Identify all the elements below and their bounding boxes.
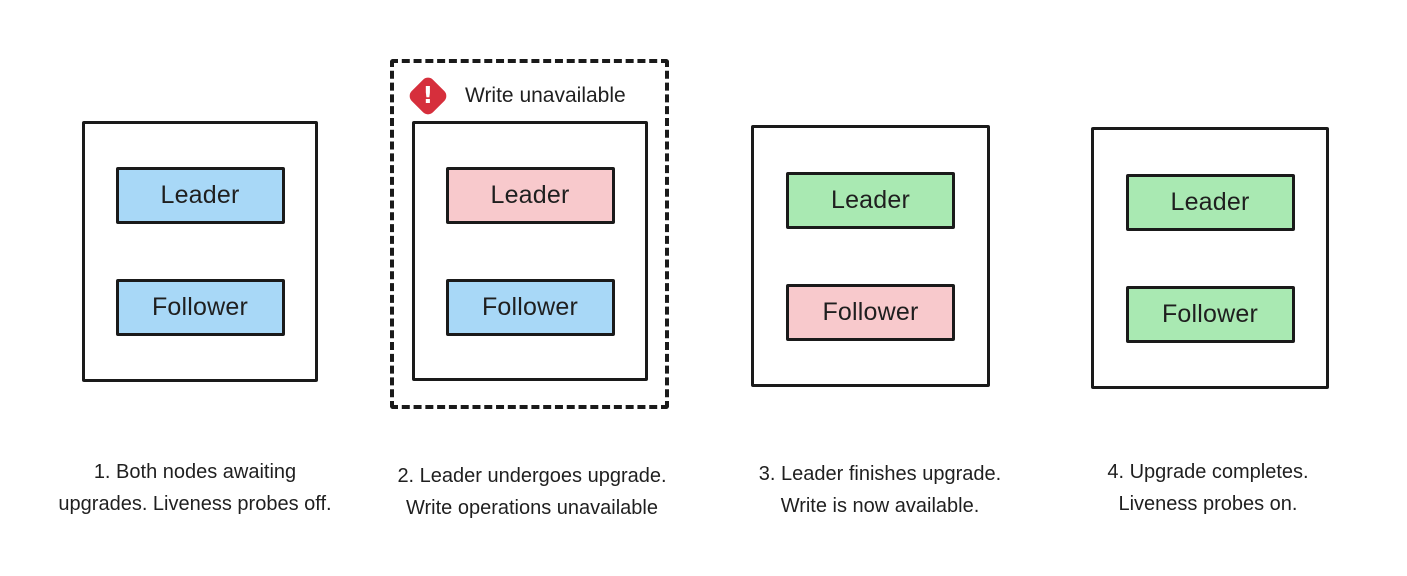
panel-2-outage-boundary: ! Write unavailable Leader Follower <box>390 59 669 409</box>
panel-3-follower-node: Follower <box>786 283 955 341</box>
caption-step-2-line-1: 2. Leader undergoes upgrade. <box>397 465 667 487</box>
leader-label: Leader <box>830 185 911 214</box>
caption-step-3-line-2: Write is now available. <box>780 495 980 517</box>
caption-step-4-line-2: Liveness probes on. <box>1118 493 1298 515</box>
follower-label: Follower <box>1161 299 1259 328</box>
write-unavailable-warning: ! Write unavailable <box>406 74 626 118</box>
caption-step-4: 4. Upgrade completes. Liveness probes on… <box>1053 456 1363 520</box>
caption-step-3: 3. Leader finishes upgrade. Write is now… <box>725 458 1035 522</box>
caption-step-2-line-2: Write operations unavailable <box>405 497 658 519</box>
panel-4-follower-node: Follower <box>1125 285 1295 343</box>
follower-label: Follower <box>822 297 919 326</box>
follower-label: Follower <box>481 292 579 321</box>
panel-1-follower-node: Follower <box>115 279 285 336</box>
caption-step-1: 1. Both nodes awaiting upgrades. Livenes… <box>30 456 360 520</box>
panel-4-cluster-box: Leader Follower <box>1091 127 1329 389</box>
warning-label: Write unavailable <box>465 84 626 107</box>
panel-2-leader-node: Leader <box>445 166 615 224</box>
caption-step-1-line-1: 1. Both nodes awaiting <box>93 461 297 483</box>
follower-label: Follower <box>151 293 249 321</box>
leader-label: Leader <box>1170 187 1250 216</box>
caption-step-1-line-2: upgrades. Liveness probes off. <box>58 493 332 515</box>
panel-2-cluster-box: Leader Follower <box>412 121 648 381</box>
alert-diamond-icon: ! <box>406 74 450 118</box>
panel-4-leader-node: Leader <box>1125 173 1295 231</box>
caption-step-3-line-1: 3. Leader finishes upgrade. <box>758 463 1002 485</box>
panel-1-cluster-box: Leader Follower <box>82 121 318 382</box>
panel-2-follower-node: Follower <box>445 278 615 336</box>
panel-3-cluster-box: Leader Follower <box>751 125 990 387</box>
panel-1-leader-node: Leader <box>115 167 285 224</box>
caption-step-2: 2. Leader undergoes upgrade. Write opera… <box>377 460 687 524</box>
caption-step-4-line-1: 4. Upgrade completes. <box>1107 461 1309 483</box>
leader-label: Leader <box>490 180 570 209</box>
leader-label: Leader <box>160 181 240 209</box>
exclamation-glyph: ! <box>422 82 434 109</box>
panel-3-leader-node: Leader <box>786 171 955 229</box>
